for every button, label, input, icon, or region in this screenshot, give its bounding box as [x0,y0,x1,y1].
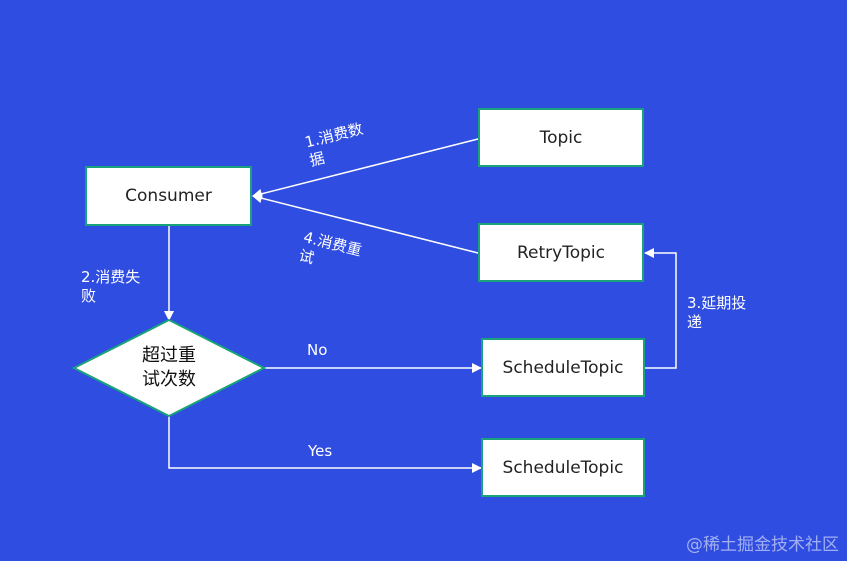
scheduletopic-no-node-label: ScheduleTopic [502,357,624,378]
edge-label-no: No [307,341,328,359]
decision-label: 超过重 试次数 [142,345,196,390]
topic-node-label: Topic [539,127,583,148]
edge-label-fail: 2.消费失 败 [81,268,141,305]
watermark-text: @稀土掘金技术社区 [686,535,839,555]
edge-decision-to-scheduletopic-yes [168,416,482,473]
retrytopic-node: RetryTopic [478,223,644,282]
edge-label-delay: 3.延期投 递 [687,294,747,331]
consumer-node: Consumer [85,166,252,226]
topic-node: Topic [478,108,644,167]
scheduletopic-no-node: ScheduleTopic [481,338,645,397]
scheduletopic-yes-node-label: ScheduleTopic [502,457,624,478]
scheduletopic-yes-node: ScheduleTopic [481,438,645,497]
consumer-node-label: Consumer [125,186,212,206]
edge-retrytopic-to-consumer [252,193,479,254]
edge-topic-to-consumer [252,138,479,199]
decision-diamond [71,318,267,418]
retrytopic-node-label: RetryTopic [517,242,605,263]
edge-scheduletopic-to-retrytopic [644,248,677,369]
edge-label-yes: Yes [308,442,333,460]
